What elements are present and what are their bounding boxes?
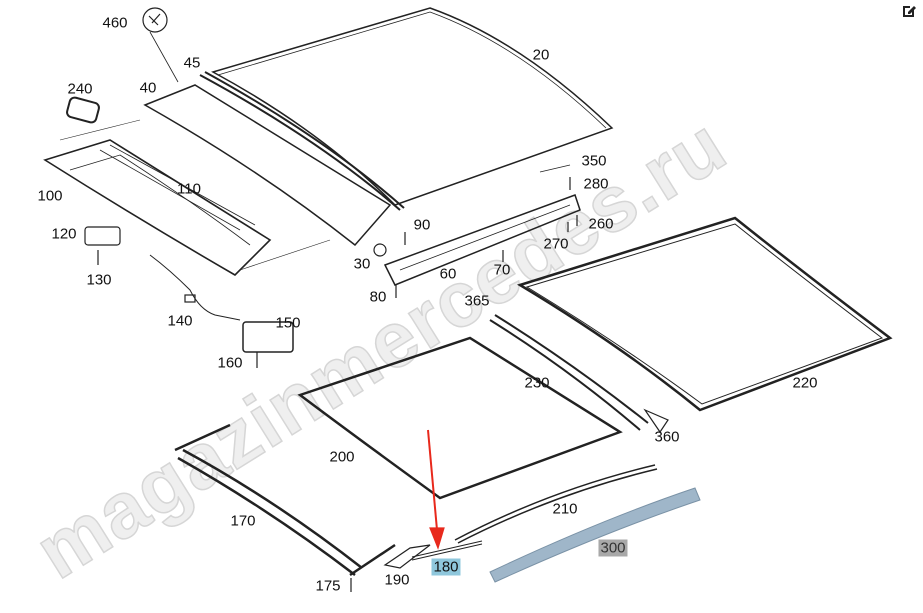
label-45[interactable]: 45 — [183, 54, 201, 72]
label-90[interactable]: 90 — [413, 216, 431, 234]
label-20[interactable]: 20 — [532, 46, 550, 64]
part-210-strip — [454, 464, 658, 544]
part-230-seal — [489, 314, 649, 431]
label-360[interactable]: 360 — [654, 428, 680, 446]
label-350[interactable]: 350 — [581, 152, 607, 170]
label-200[interactable]: 200 — [329, 448, 355, 466]
label-40[interactable]: 40 — [139, 79, 157, 97]
label-110[interactable]: 110 — [177, 180, 201, 198]
label-210[interactable]: 210 — [552, 500, 578, 518]
label-140[interactable]: 140 — [167, 312, 193, 330]
label-300[interactable]: 300 — [598, 539, 628, 557]
part-180 — [411, 540, 483, 561]
label-60[interactable]: 60 — [439, 265, 457, 283]
label-80[interactable]: 80 — [369, 288, 387, 306]
part-150-motor — [242, 321, 294, 353]
label-30[interactable]: 30 — [353, 255, 371, 273]
part-120-motor — [84, 226, 121, 246]
label-280[interactable]: 280 — [583, 175, 609, 193]
part-240 — [66, 96, 100, 124]
label-230[interactable]: 230 — [524, 374, 550, 392]
label-160[interactable]: 160 — [217, 354, 243, 372]
label-175[interactable]: 175 — [315, 577, 341, 595]
label-240[interactable]: 240 — [67, 80, 93, 98]
part-140-cable — [149, 254, 241, 321]
part-300 — [489, 487, 701, 583]
edit-icon[interactable] — [901, 3, 917, 19]
part-220-frame — [516, 216, 893, 412]
part-100-frame — [43, 139, 272, 277]
label-130[interactable]: 130 — [86, 271, 112, 289]
red-arrow-pointer — [427, 429, 445, 550]
label-70[interactable]: 70 — [493, 261, 511, 279]
label-220[interactable]: 220 — [792, 374, 818, 392]
part-190 — [383, 544, 431, 569]
part-40-glass — [143, 84, 392, 247]
label-365[interactable]: 365 — [464, 292, 490, 310]
label-120[interactable]: 120 — [51, 225, 77, 243]
label-150[interactable]: 150 — [275, 314, 301, 332]
part-20-roof — [211, 7, 614, 206]
part-170-seal — [174, 423, 396, 577]
label-270[interactable]: 270 — [543, 235, 569, 253]
label-460[interactable]: 460 — [102, 14, 128, 32]
label-180-selected[interactable]: 180 — [431, 558, 461, 576]
label-190[interactable]: 190 — [384, 571, 410, 589]
label-100[interactable]: 100 — [37, 187, 63, 205]
part-45-strip — [199, 71, 405, 211]
label-260[interactable]: 260 — [588, 215, 614, 233]
wrench-icon — [142, 7, 179, 83]
part-200-gasket — [297, 336, 623, 500]
label-170[interactable]: 170 — [230, 512, 256, 530]
part-60-rail — [383, 194, 581, 286]
